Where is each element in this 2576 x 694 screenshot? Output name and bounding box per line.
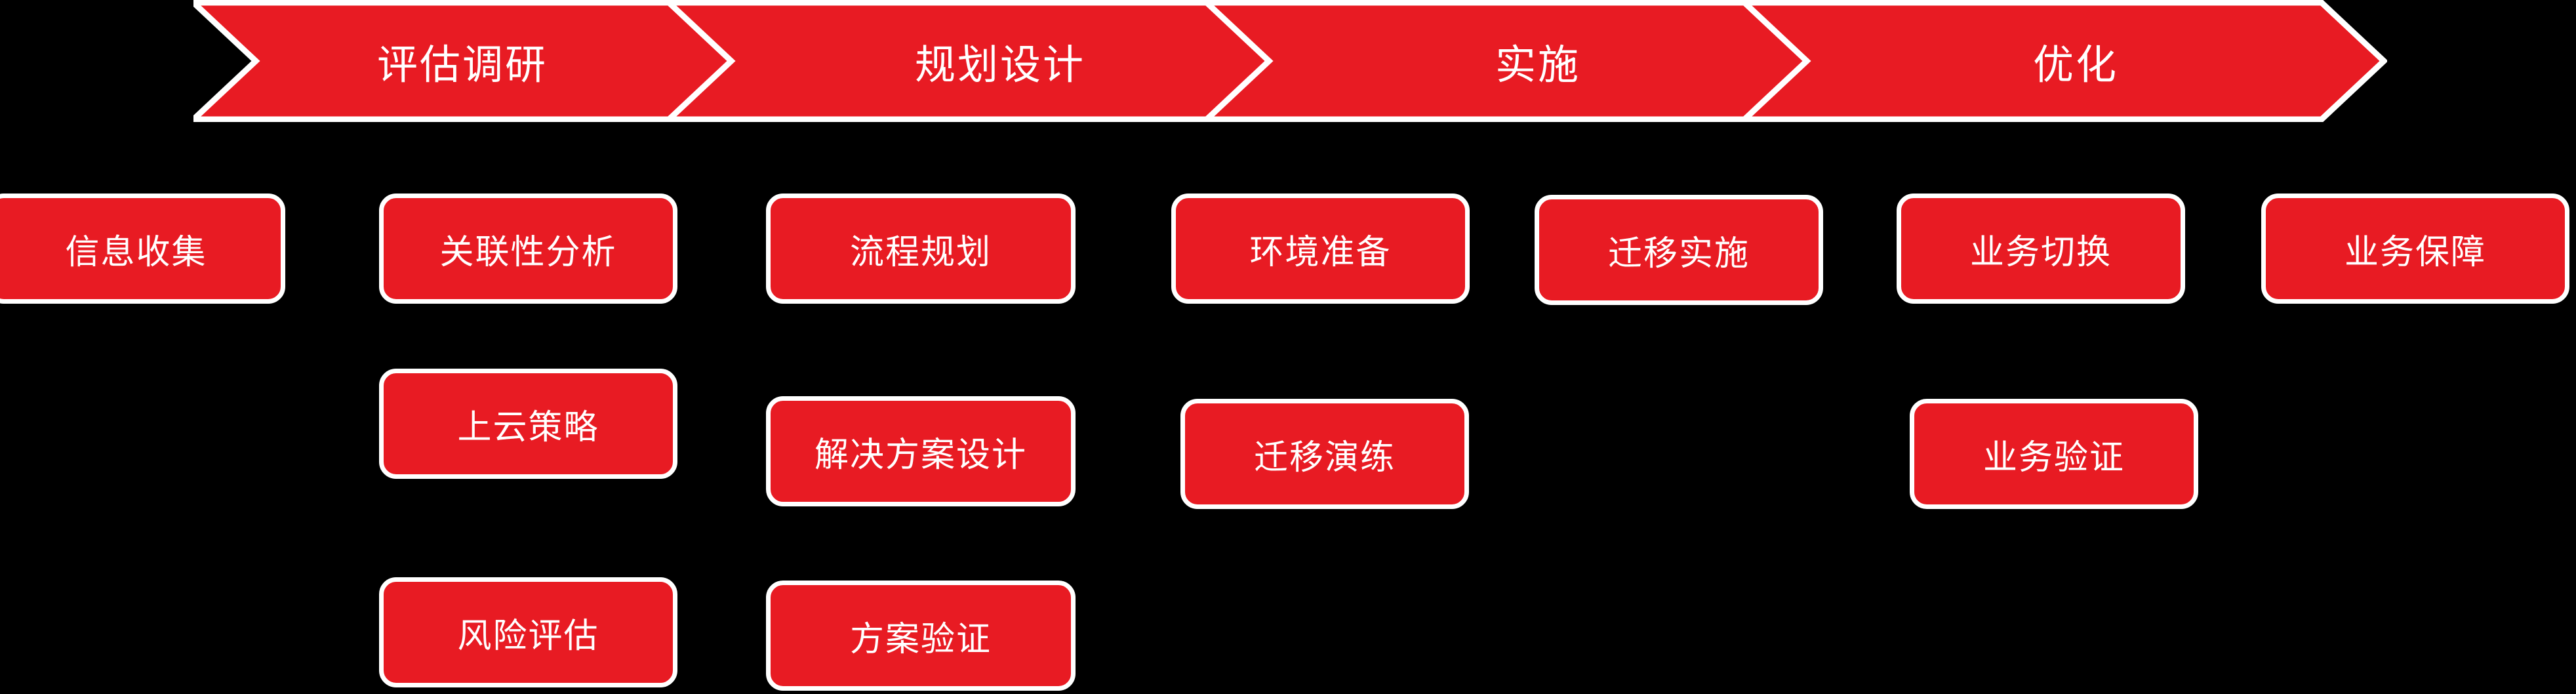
task-box-solution-validation[interactable]: 方案验证 [766,581,1076,691]
phase-separator-3-icon [1742,0,1811,122]
phase-banner: 评估调研 规划设计 实施 优化 [193,0,2387,122]
task-box-solution-design[interactable]: 解决方案设计 [766,396,1076,506]
phase-separator-1-icon [666,0,736,122]
task-box-migration-rehearsal[interactable]: 迁移演练 [1180,399,1469,509]
task-box-correlation-analysis[interactable]: 关联性分析 [379,194,677,304]
task-box-environment-preparation[interactable]: 环境准备 [1171,194,1470,304]
phase-banner-shape [193,0,2387,122]
task-box-business-verification[interactable]: 业务验证 [1910,399,2198,509]
task-box-cloud-strategy[interactable]: 上云策略 [379,369,677,479]
phase-separator-2-icon [1204,0,1274,122]
task-box-business-assurance[interactable]: 业务保障 [2261,194,2569,304]
banner-body [193,0,2387,122]
task-box-migration-implementation[interactable]: 迁移实施 [1535,195,1823,305]
task-box-risk-assessment[interactable]: 风险评估 [379,577,677,687]
task-box-process-planning[interactable]: 流程规划 [766,194,1076,304]
task-box-information-collection[interactable]: 信息收集 [0,194,285,304]
task-box-business-switchover[interactable]: 业务切换 [1897,194,2185,304]
